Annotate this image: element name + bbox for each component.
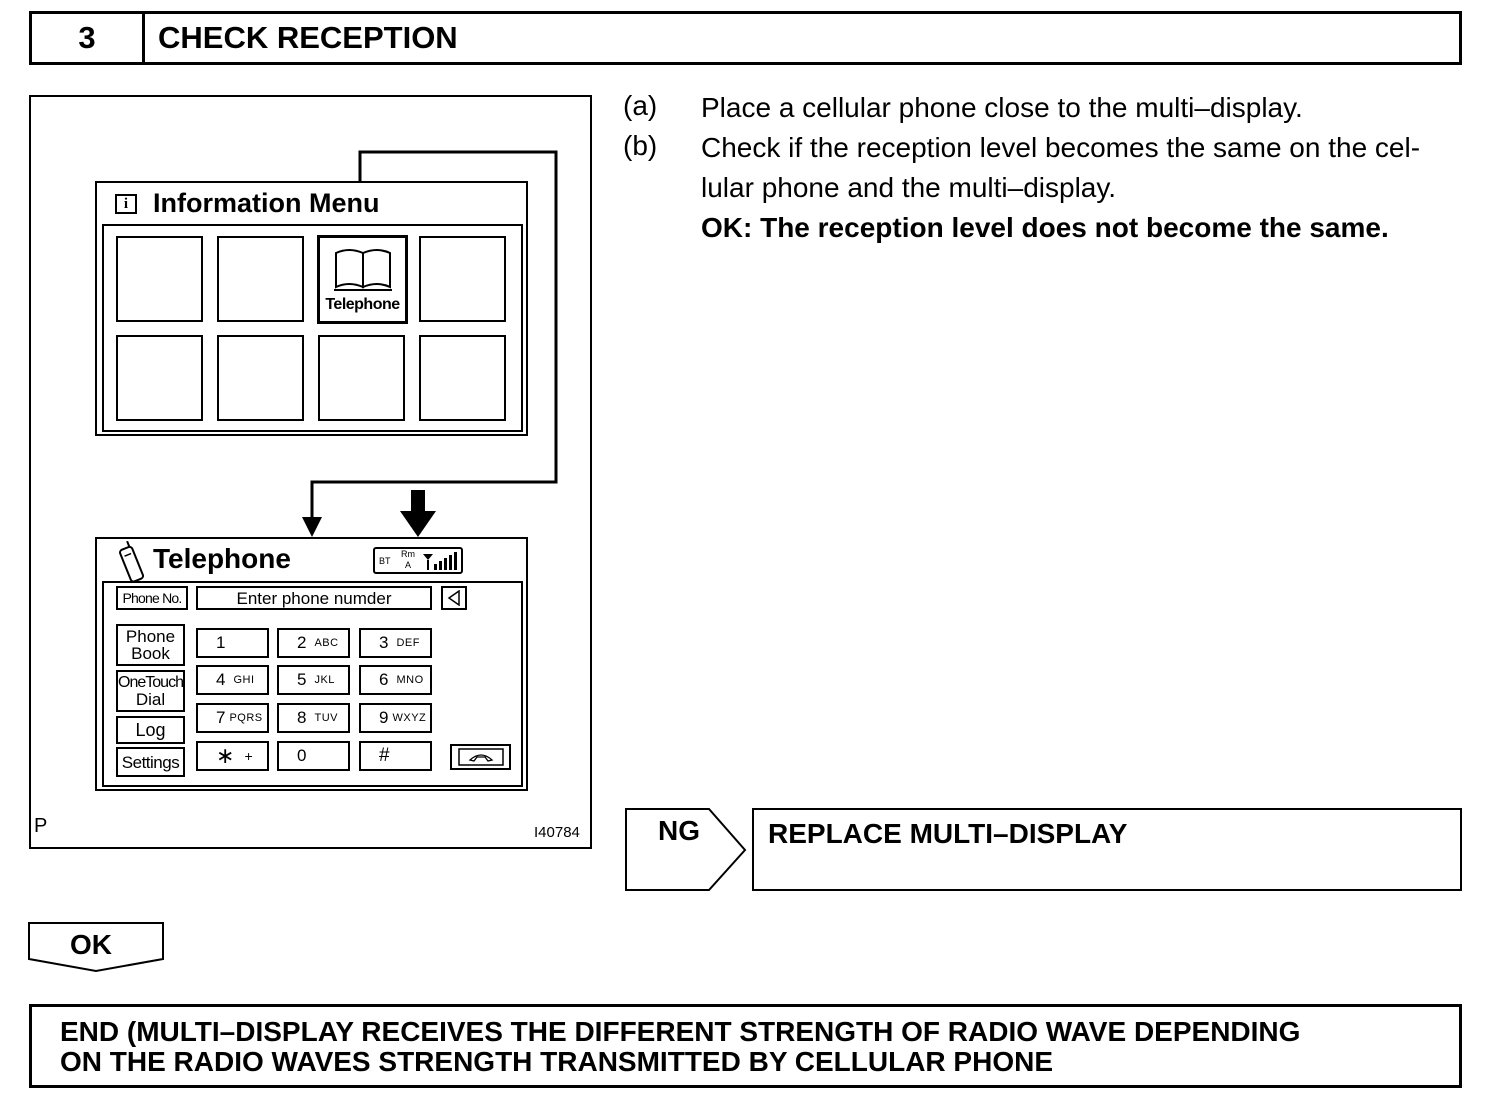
menu-tile[interactable] xyxy=(217,335,304,421)
key-main: 4 xyxy=(216,670,226,689)
telephone-tile-label: Telephone xyxy=(325,296,400,313)
key-sub: PQRS xyxy=(229,712,263,724)
key-8[interactable]: 8 TUV xyxy=(277,703,350,733)
info-icon: i xyxy=(115,194,137,214)
menu-tile[interactable] xyxy=(116,335,203,421)
phone-book-button[interactable]: Phone Book xyxy=(116,624,185,666)
instruction-a-label: (a) xyxy=(623,90,658,121)
telephone-content: Phone No. Enter phone numder Phone Book … xyxy=(102,581,523,787)
key-hash[interactable]: # xyxy=(359,741,432,771)
ng-arrow-shape xyxy=(625,808,747,891)
key-main: 7 xyxy=(216,708,226,727)
key-main: 0 xyxy=(297,746,307,765)
call-button[interactable] xyxy=(450,744,511,770)
figure-illustration: i Information Menu Telephone xyxy=(29,95,592,849)
phone-no-button[interactable]: Phone No. xyxy=(116,586,188,610)
menu-tile[interactable] xyxy=(419,236,506,322)
left-triangle-icon xyxy=(447,590,460,606)
ok-arrow-shape xyxy=(28,922,164,973)
book-icon xyxy=(334,249,392,291)
thick-arrow-head xyxy=(400,511,436,537)
end-box: END (MULTI–DISPLAY RECEIVES THE DIFFEREN… xyxy=(29,1004,1462,1088)
information-menu-title: Information Menu xyxy=(153,188,380,218)
handset-icon xyxy=(457,748,504,766)
step-number: 3 xyxy=(32,14,145,62)
menu-grid: Telephone xyxy=(102,224,523,432)
ng-action-text: REPLACE MULTI–DISPLAY xyxy=(768,818,1128,849)
key-main: 1 xyxy=(216,633,226,652)
telephone-screen: Telephone BT Rm A Phone No. Enter phone … xyxy=(95,537,528,791)
key-sub: DEF xyxy=(396,637,420,649)
key-main: 2 xyxy=(297,633,307,652)
corner-label: P xyxy=(34,815,48,837)
connector-lines xyxy=(302,150,558,537)
telephone-screen-title: Telephone xyxy=(153,543,291,574)
end-text-line1: END (MULTI–DISPLAY RECEIVES THE DIFFEREN… xyxy=(60,1016,1301,1047)
key-5[interactable]: 5 JKL xyxy=(277,665,350,695)
key-main: # xyxy=(379,745,390,766)
bt-status: BT xyxy=(379,556,391,566)
thick-arrow-shaft xyxy=(411,490,425,515)
phone-book-line1: Phone xyxy=(125,627,176,646)
key-6[interactable]: 6 MNO xyxy=(359,665,432,695)
instruction-b-text-line2: lular phone and the multi–display. xyxy=(701,172,1117,203)
menu-tile[interactable] xyxy=(419,335,506,421)
key-sub: JKL xyxy=(314,674,335,686)
key-sub: TUV xyxy=(314,712,338,724)
key-1[interactable]: 1 xyxy=(196,628,269,658)
connector-line xyxy=(310,150,558,525)
key-main: 8 xyxy=(297,708,307,727)
thin-arrow-head xyxy=(302,517,322,537)
menu-tile[interactable] xyxy=(318,335,405,421)
key-sub: GHI xyxy=(233,674,255,686)
instruction-b-text-line1: Check if the reception level becomes the… xyxy=(701,132,1421,163)
key-0[interactable]: 0 xyxy=(277,741,350,771)
ok-condition: OK: The reception level does not become … xyxy=(701,212,1389,243)
key-main: ∗ xyxy=(216,743,235,768)
cellphone-icon xyxy=(119,541,145,583)
key-sub: ABC xyxy=(314,637,339,649)
signal-strength-icon xyxy=(423,552,457,570)
end-text: END (MULTI–DISPLAY RECEIVES THE DIFFEREN… xyxy=(60,1017,1450,1077)
one-touch-dial-button[interactable]: OneTouch Dial xyxy=(116,670,185,712)
settings-label: Settings xyxy=(121,752,180,772)
ok-label: OK xyxy=(70,929,112,960)
step-header: 3 CHECK RECEPTION xyxy=(29,11,1462,65)
key-sub: WXYZ xyxy=(392,712,427,724)
area-status: A xyxy=(405,560,412,570)
settings-button[interactable]: Settings xyxy=(116,747,185,777)
backspace-button[interactable] xyxy=(441,586,467,610)
step-title: CHECK RECEPTION xyxy=(158,20,458,55)
status-indicator: BT Rm A xyxy=(373,547,463,574)
key-main: 9 xyxy=(379,708,389,727)
information-menu-screen: i Information Menu Telephone xyxy=(95,181,528,436)
roaming-status: Rm xyxy=(401,549,415,559)
phone-book-line2: Book xyxy=(131,644,170,663)
key-main: 6 xyxy=(379,670,389,689)
end-text-line2: ON THE RADIO WAVES STRENGTH TRANSMITTED … xyxy=(60,1046,1053,1077)
key-star[interactable]: ∗+ xyxy=(196,741,269,771)
menu-tile[interactable] xyxy=(116,236,203,322)
one-touch-line1: OneTouch xyxy=(118,673,184,691)
one-touch-line2: Dial xyxy=(135,689,166,709)
phone-number-input[interactable]: Enter phone numder xyxy=(196,586,432,610)
key-main: 3 xyxy=(379,633,389,652)
telephone-tile[interactable]: Telephone xyxy=(317,235,408,324)
instruction-a-text: Place a cellular phone close to the mult… xyxy=(701,92,1303,123)
figure-id: I40784 xyxy=(534,824,580,841)
key-2[interactable]: 2 ABC xyxy=(277,628,350,658)
log-label: Log xyxy=(135,720,166,740)
key-sub: MNO xyxy=(396,674,424,686)
key-sub: + xyxy=(244,748,254,764)
ng-label: NG xyxy=(658,815,700,846)
log-button[interactable]: Log xyxy=(116,716,185,744)
key-main: 5 xyxy=(297,670,307,689)
key-4[interactable]: 4 GHI xyxy=(196,665,269,695)
ng-action-box: REPLACE MULTI–DISPLAY xyxy=(752,808,1462,891)
key-3[interactable]: 3 DEF xyxy=(359,628,432,658)
menu-tile[interactable] xyxy=(217,236,304,322)
instruction-b-label: (b) xyxy=(623,130,658,161)
